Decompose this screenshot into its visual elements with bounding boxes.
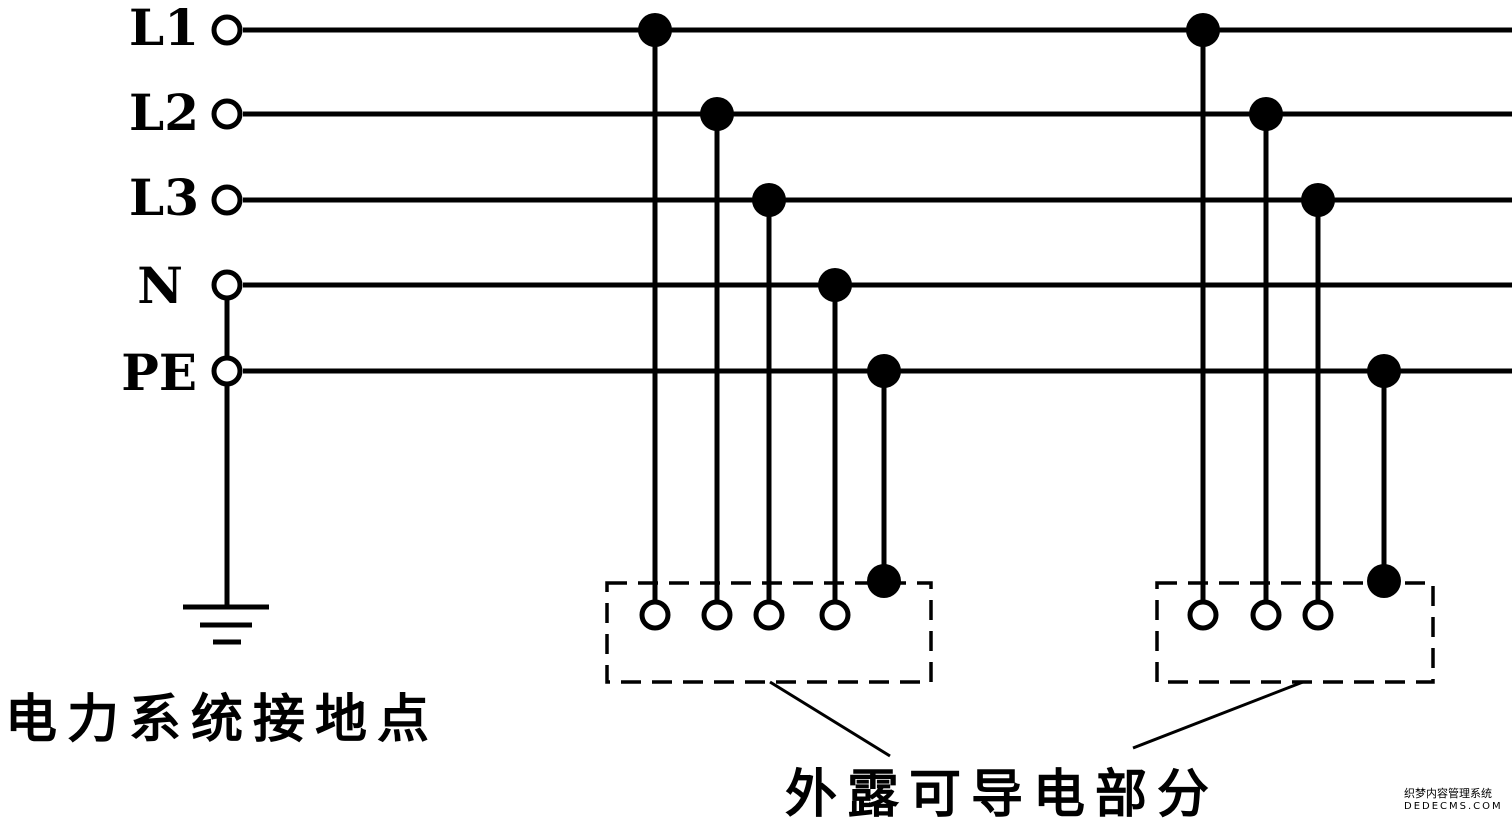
pe-connection-dot [867, 564, 901, 598]
terminal-l3 [211, 184, 243, 216]
watermark-url: DEDECMS.COM [1404, 801, 1503, 812]
junction-dot [1367, 354, 1401, 388]
ground-symbol-icon [183, 604, 269, 645]
load-2 [1155, 13, 1435, 684]
load-1 [605, 13, 933, 684]
watermark-text: 织梦内容管理系统 [1404, 786, 1492, 800]
leader-line-2 [1132, 680, 1304, 750]
junction-dot [1249, 97, 1283, 131]
ground-point-label: 电力系统接地点 [5, 690, 439, 750]
junction-dot [638, 13, 672, 47]
junction-dot [818, 268, 852, 302]
terminal-l1 [211, 14, 243, 46]
load-2-enclosure [1155, 581, 1435, 684]
terminal-n [211, 269, 243, 301]
load-1-enclosure [605, 581, 933, 684]
pe-connection-dot [1367, 564, 1401, 598]
bus-label-pe: PE [121, 343, 197, 402]
junction-dot [1186, 13, 1220, 47]
leader-line-1 [769, 680, 891, 758]
bus-label-n: N [137, 256, 183, 315]
junction-dot [867, 354, 901, 388]
junction-dot [700, 97, 734, 131]
junction-dot [1301, 183, 1335, 217]
bus-label-l1: L1 [129, 0, 199, 57]
bus-label-l2: L2 [129, 83, 199, 142]
terminal-pe [211, 355, 243, 387]
junction-dot [752, 183, 786, 217]
terminal-l2 [211, 98, 243, 130]
bus-label-l3: L3 [129, 168, 199, 227]
exposed-parts-label: 外露可导电部分 [785, 765, 1219, 822]
